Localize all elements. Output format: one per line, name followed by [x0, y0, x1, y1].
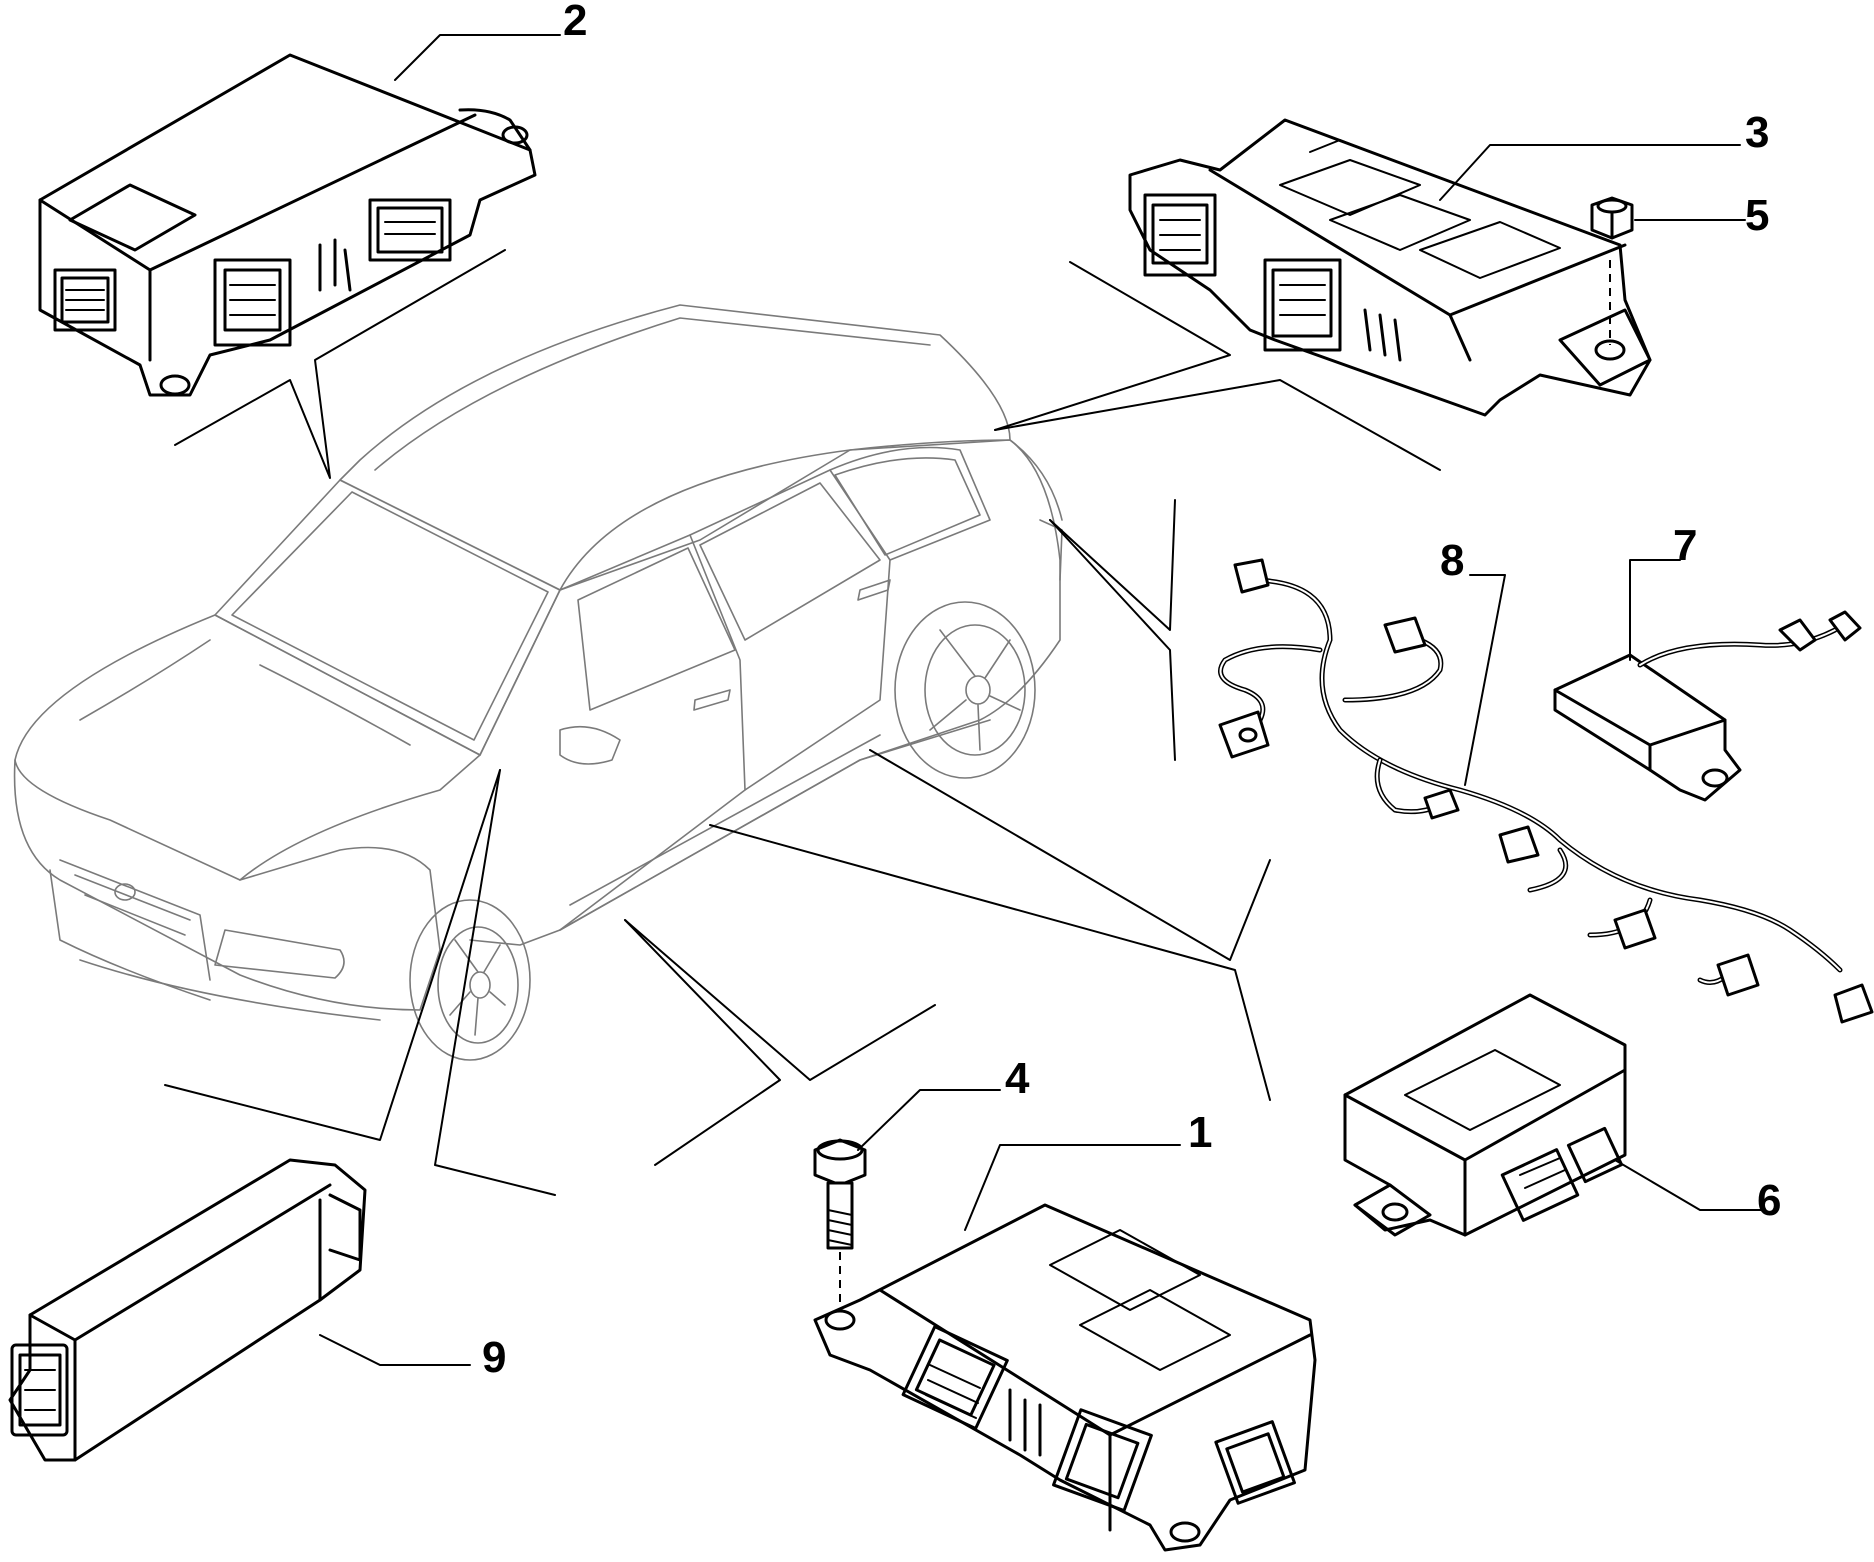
callout-6: 6 — [1614, 1159, 1781, 1225]
control-module-2 — [38, 53, 537, 397]
callout-number-9: 9 — [482, 1333, 506, 1382]
callout-number-1: 1 — [1188, 1108, 1212, 1157]
control-module-3 — [1128, 118, 1652, 417]
bolt-4 — [813, 1138, 867, 1305]
callout-number-3: 3 — [1745, 108, 1769, 157]
callout-number-2: 2 — [563, 0, 587, 45]
nut-5 — [1590, 196, 1634, 240]
wiring-harness-8 — [1218, 558, 1874, 1024]
callout-9: 9 — [319, 1333, 506, 1382]
callout-7: 7 — [1629, 521, 1697, 661]
car-outline — [13, 304, 1063, 1061]
callout-2: 2 — [394, 0, 587, 81]
control-module-9 — [8, 1158, 367, 1462]
callout-number-7: 7 — [1673, 521, 1697, 570]
module-7 — [1553, 610, 1862, 802]
callout-number-4: 4 — [1005, 1054, 1030, 1103]
leader-lines — [164, 249, 1441, 1196]
callout-8: 8 — [1440, 536, 1506, 786]
callout-number-6: 6 — [1757, 1176, 1781, 1225]
control-module-6 — [1343, 993, 1627, 1237]
callout-5: 5 — [1634, 191, 1769, 240]
callout-1: 1 — [964, 1108, 1212, 1231]
callout-number-5: 5 — [1745, 191, 1769, 240]
callout-number-8: 8 — [1440, 536, 1464, 585]
control-module-1 — [813, 1203, 1317, 1552]
callout-3: 3 — [1439, 108, 1769, 201]
callout-4: 4 — [857, 1054, 1030, 1151]
